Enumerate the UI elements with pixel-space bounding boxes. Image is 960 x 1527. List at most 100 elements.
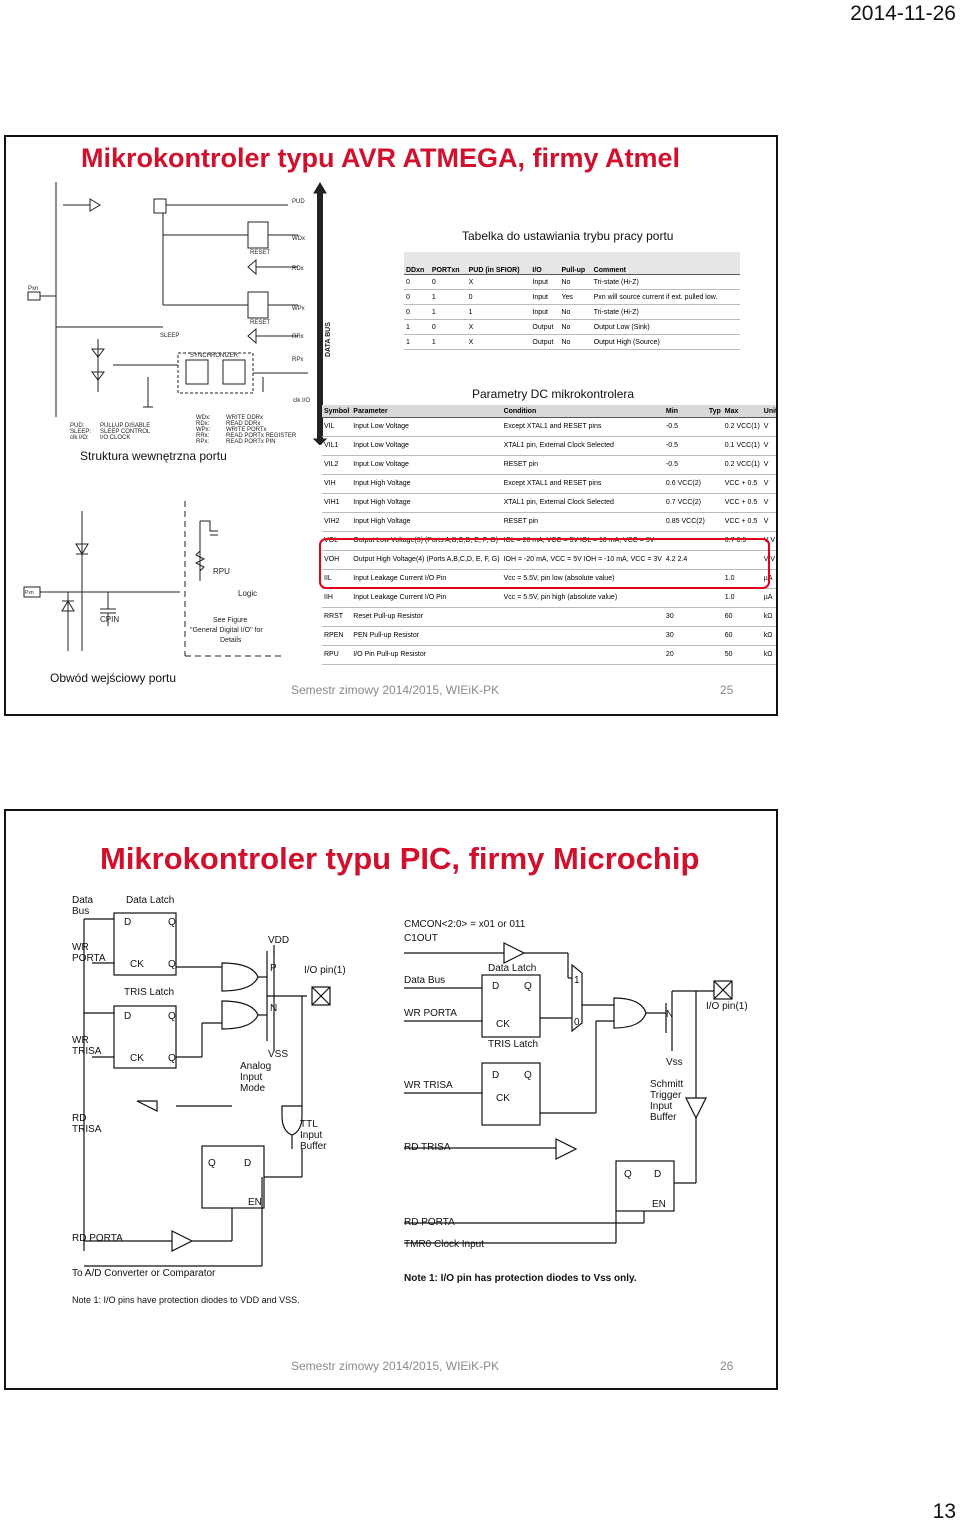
table-cell: IIH	[322, 588, 352, 608]
table-cell: µA	[761, 588, 776, 608]
table-header-row: Symbol Parameter Condition Min Typ Max U…	[322, 405, 776, 418]
wr-trisa-label: WR TRISA	[404, 1080, 453, 1091]
table-cell: VIL1	[322, 436, 352, 456]
table-cell: Input High Voltage	[351, 474, 502, 494]
mux-zero: 0	[574, 1017, 580, 1028]
page-number: 13	[932, 1500, 956, 1523]
latch-q: Q	[168, 917, 176, 928]
col-header: Typ	[706, 405, 723, 418]
table-cell: RESET pin	[501, 455, 664, 475]
col-header: PUD (in SFIOR)	[466, 252, 531, 275]
note-right: Note 1: I/O pin has protection diodes to…	[404, 1273, 637, 1284]
latch-q: Q	[168, 959, 176, 970]
table-cell	[706, 493, 723, 513]
schmitt-label: Input	[650, 1101, 672, 1112]
nmos-label: N	[270, 1003, 277, 1014]
see-figure-note: "General Digital I/O" for	[190, 627, 263, 634]
table-cell: Input	[530, 289, 560, 305]
table-cell: Input High Voltage	[351, 493, 502, 513]
table-cell: 0.6 VCC(2)	[663, 474, 707, 494]
legend-right-3: RRx:	[196, 433, 210, 439]
see-figure-note: See Figure	[213, 617, 247, 624]
table-cell	[706, 474, 723, 494]
slide-number: 25	[720, 683, 734, 697]
table-cell	[501, 626, 664, 646]
table-cell: kΩ	[761, 645, 776, 665]
table-cell: V	[761, 455, 776, 475]
table-cell	[663, 531, 707, 551]
table-cell: Input Low Voltage	[351, 455, 502, 475]
table-cell: 0	[466, 289, 531, 305]
input-circuit-diagram: Pxn RPU CPIN Logic See Figure "General D…	[23, 501, 285, 657]
table-cell: VIL	[322, 417, 352, 437]
wr-porta-label: WR PORTA	[404, 1008, 457, 1019]
table-cell: 0	[404, 274, 430, 290]
table-cell	[706, 645, 723, 665]
label-rrx: RRx	[292, 334, 304, 340]
c1out-label: C1OUT	[404, 933, 438, 944]
data-bus-label: Data	[72, 895, 94, 906]
latch-q: Q	[168, 1011, 176, 1022]
wr-trisa-label: TRISA	[72, 1046, 102, 1057]
io-pin-label: I/O pin(1)	[304, 965, 346, 976]
label-reset: RESET	[250, 250, 270, 256]
caption-dc: Parametry DC mikrokontrolera	[472, 387, 635, 401]
slide-title: Mikrokontroler typu PIC, firmy Microchip	[100, 841, 700, 876]
table-cell: 1	[429, 289, 467, 305]
rd-porta-label: RD PORTA	[72, 1233, 123, 1244]
col-header: I/O	[530, 252, 560, 275]
latch-d: D	[654, 1169, 661, 1180]
label-sleep: SLEEP	[160, 333, 179, 339]
label-reset: RESET	[250, 320, 270, 326]
latch-d: D	[124, 917, 131, 928]
table-cell: X	[466, 319, 531, 335]
latch-ck: CK	[496, 1093, 510, 1104]
port-mode-table: DDxn PORTxn PUD (in SFIOR) I/O Pull-up C…	[404, 252, 740, 350]
col-header: Min	[663, 405, 707, 418]
legend-right-desc-1: READ DDRx	[226, 421, 260, 427]
label-synchronizer: SYNCHRONIZER	[190, 353, 239, 359]
ttl-label: Buffer	[300, 1141, 327, 1152]
nmos-label: N	[666, 1009, 673, 1020]
schmitt-label: Trigger	[650, 1090, 682, 1101]
table-cell: -0.5	[663, 417, 707, 437]
table-cell	[706, 436, 723, 456]
table-cell: Except XTAL1 and RESET pins	[501, 474, 664, 494]
table-cell: 60	[722, 607, 762, 627]
caption-struct: Struktura wewnętrzna portu	[80, 449, 227, 463]
table-cell: Yes	[559, 289, 592, 305]
vdd-label: VDD	[268, 935, 289, 946]
table-cell: Input Low Voltage	[351, 417, 502, 437]
table-cell: VIH	[322, 474, 352, 494]
vss-label: Vss	[666, 1057, 683, 1068]
table-cell: Output	[530, 319, 560, 335]
table-cell: Input	[530, 274, 560, 290]
data-bus-label: Data Bus	[404, 975, 445, 986]
label-pud: PUD	[292, 199, 305, 205]
wr-trisa-label: WR	[72, 1035, 89, 1046]
legend-left-2: clk I/O:	[70, 435, 89, 441]
table-cell: X	[466, 334, 531, 350]
pmos-label: P	[270, 963, 277, 974]
col-header: Comment	[591, 252, 740, 275]
rd-trisa-label: RD	[72, 1113, 86, 1124]
ad-label: To A/D Converter or Comparator	[72, 1268, 216, 1279]
table-cell: IOL = 20 mA, VCC = 5V IOL = 10 mA, VCC =…	[501, 531, 664, 551]
table-cell: X	[466, 274, 531, 290]
label-rdx: RDx	[292, 266, 304, 272]
dc-parameters-table: Symbol Parameter Condition Min Typ Max U…	[322, 405, 776, 665]
table-cell: VIH2	[322, 512, 352, 532]
legend-right-1: RDx:	[196, 421, 210, 427]
slide-number: 26	[720, 1359, 734, 1373]
table-cell: Tri-state (Hi-Z)	[591, 274, 740, 290]
latch-d: D	[492, 1070, 499, 1081]
legend-right-4: RPx:	[196, 439, 209, 445]
table-cell: VCC + 0.5	[722, 474, 762, 494]
